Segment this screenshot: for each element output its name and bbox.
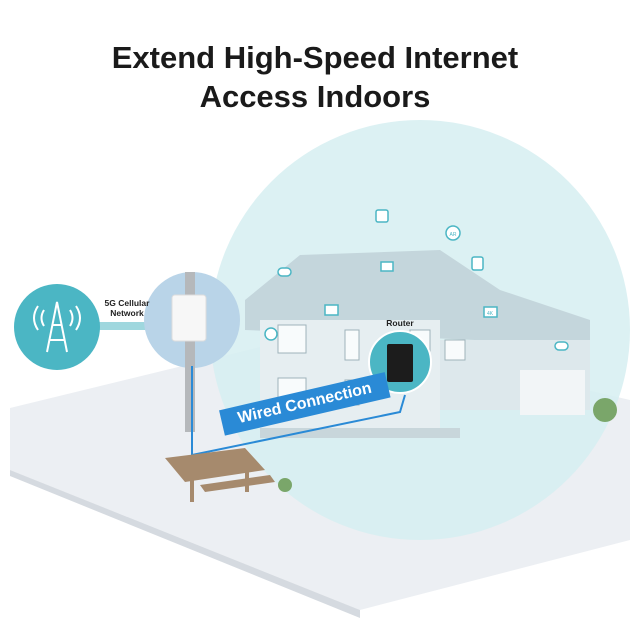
picnic-table xyxy=(165,448,275,502)
cellular-network-label: 5G Cellular Network xyxy=(92,298,162,318)
tv-4k-icon xyxy=(483,306,498,318)
monitor-icon xyxy=(324,304,339,316)
router-device xyxy=(387,344,413,382)
headline: Extend High-Speed Internet Access Indoor… xyxy=(0,38,630,116)
router-label: Router xyxy=(386,318,414,328)
cellular-label-line-1: 5G Cellular xyxy=(104,298,150,308)
cellular-label-line-2: Network xyxy=(110,308,144,318)
laptop-icon xyxy=(380,261,394,272)
gamepad-icon xyxy=(554,341,569,351)
ar-icon-text: AR xyxy=(450,232,457,238)
ethernet-cable xyxy=(191,366,406,457)
wifi-icon xyxy=(375,209,389,223)
cell-tower-icon xyxy=(33,301,81,353)
vr-icon xyxy=(264,327,278,341)
outdoor-cpe-device xyxy=(171,294,207,342)
tv-icon-text: 4K xyxy=(487,311,494,317)
cell-tower-badge xyxy=(14,284,100,370)
headline-line-1: Extend High-Speed Internet xyxy=(111,40,519,75)
ar-icon xyxy=(445,225,461,241)
headline-line-2: Access Indoors xyxy=(199,79,431,114)
gamepad-icon xyxy=(277,267,292,277)
tablet-icon xyxy=(471,256,484,271)
